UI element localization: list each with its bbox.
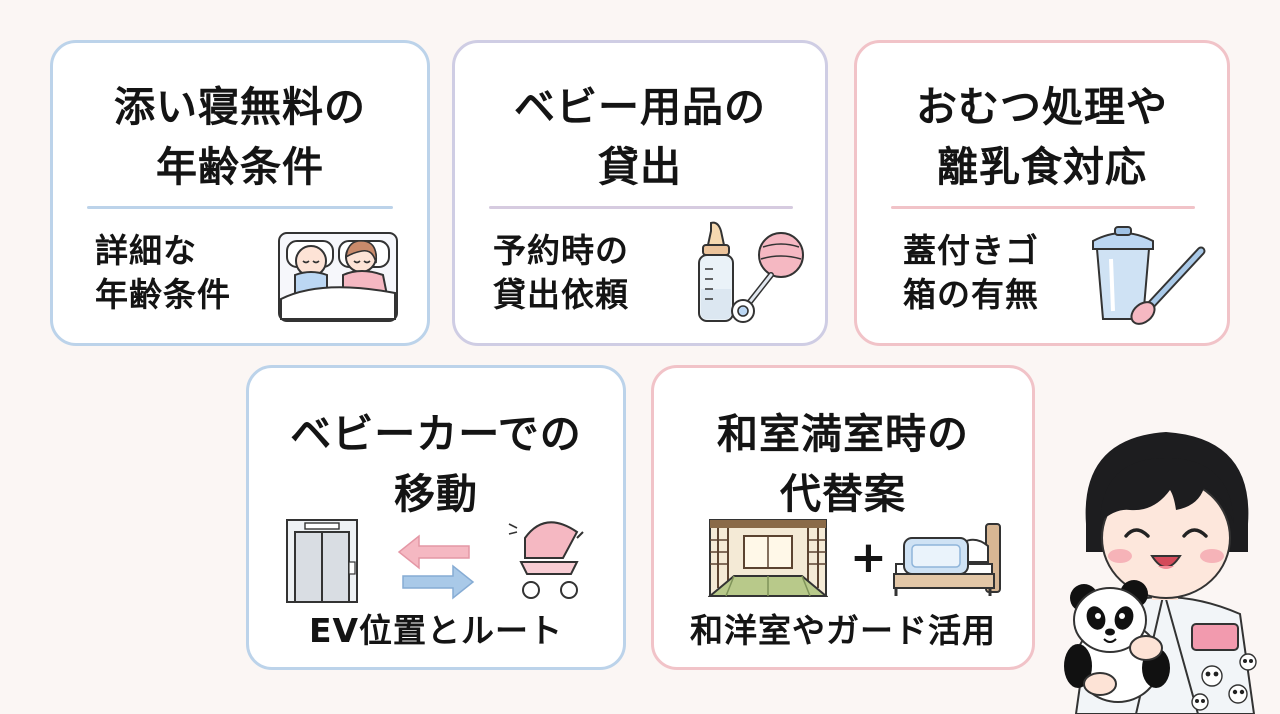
bed-with-guard-icon	[893, 523, 1001, 596]
baby-bottle-and-rattle-icon	[698, 221, 804, 323]
card-detail-line1: 予約時の	[493, 231, 629, 270]
card-detail: 詳細な 年齢条件	[95, 229, 231, 317]
japanese-tatami-room-icon	[708, 519, 828, 597]
card-caption: 和洋室やガード活用	[690, 611, 996, 650]
card-title-line2: 離乳食対応	[937, 143, 1147, 191]
card-title-line1: おむつ処理や	[916, 83, 1168, 131]
card-title: ベビーカーでの 移動	[249, 404, 623, 524]
trash-bin-and-spoon-icon	[1092, 226, 1206, 325]
divider	[891, 206, 1195, 209]
elevator-arrows-stroller-icon	[286, 519, 584, 603]
card-age-condition: 添い寝無料の 年齢条件 詳細な 年齢条件	[50, 40, 430, 346]
card-baby-goods-rental: ベビー用品の 貸出 予約時の 貸出依頼	[452, 40, 828, 346]
card-title-line2: 貸出	[598, 143, 682, 191]
card-title-line1: 和室満室時の	[717, 410, 969, 458]
card-title-line1: ベビー用品の	[514, 83, 766, 131]
card-title-line2: 年齢条件	[156, 143, 324, 191]
baby-sleeping-with-mother-icon	[278, 232, 398, 322]
card-detail-line1: 詳細な	[95, 231, 197, 270]
card-title: 和室満室時の 代替案	[654, 404, 1032, 524]
divider	[87, 206, 393, 209]
divider	[489, 206, 793, 209]
girl-in-yukata-holding-panda-icon	[1064, 432, 1257, 714]
card-detail-line1: 蓋付きゴ	[903, 231, 1039, 270]
card-diaper-baby-food: おむつ処理や 離乳食対応 蓋付きゴ 箱の有無	[854, 40, 1230, 346]
plus-sign: +	[850, 532, 887, 583]
card-title-line1: ベビーカーでの	[290, 410, 582, 458]
card-detail: 蓋付きゴ 箱の有無	[903, 229, 1039, 317]
elevator-icon	[286, 519, 358, 603]
card-japanese-room-alternative: 和室満室時の 代替案 + 和洋室やガード活用	[651, 365, 1035, 670]
panda-plush-icon	[1064, 580, 1170, 703]
card-title: おむつ処理や 離乳食対応	[857, 77, 1227, 197]
card-title: 添い寝無料の 年齢条件	[53, 77, 427, 197]
card-stroller-route: ベビーカーでの 移動 EV位置とルート	[246, 365, 626, 670]
card-detail: 予約時の 貸出依頼	[493, 229, 629, 317]
stroller-icon	[508, 521, 584, 599]
two-way-arrows-icon	[397, 534, 475, 600]
card-detail-line2: 箱の有無	[903, 275, 1039, 314]
card-caption: EV位置とルート	[308, 611, 564, 650]
card-title-line2: 移動	[394, 470, 478, 518]
card-title-line1: 添い寝無料の	[114, 83, 366, 131]
card-title-line2: 代替案	[780, 470, 906, 518]
card-detail-line2: 年齢条件	[95, 275, 231, 314]
card-detail-line2: 貸出依頼	[493, 275, 629, 314]
card-title: ベビー用品の 貸出	[455, 77, 825, 197]
